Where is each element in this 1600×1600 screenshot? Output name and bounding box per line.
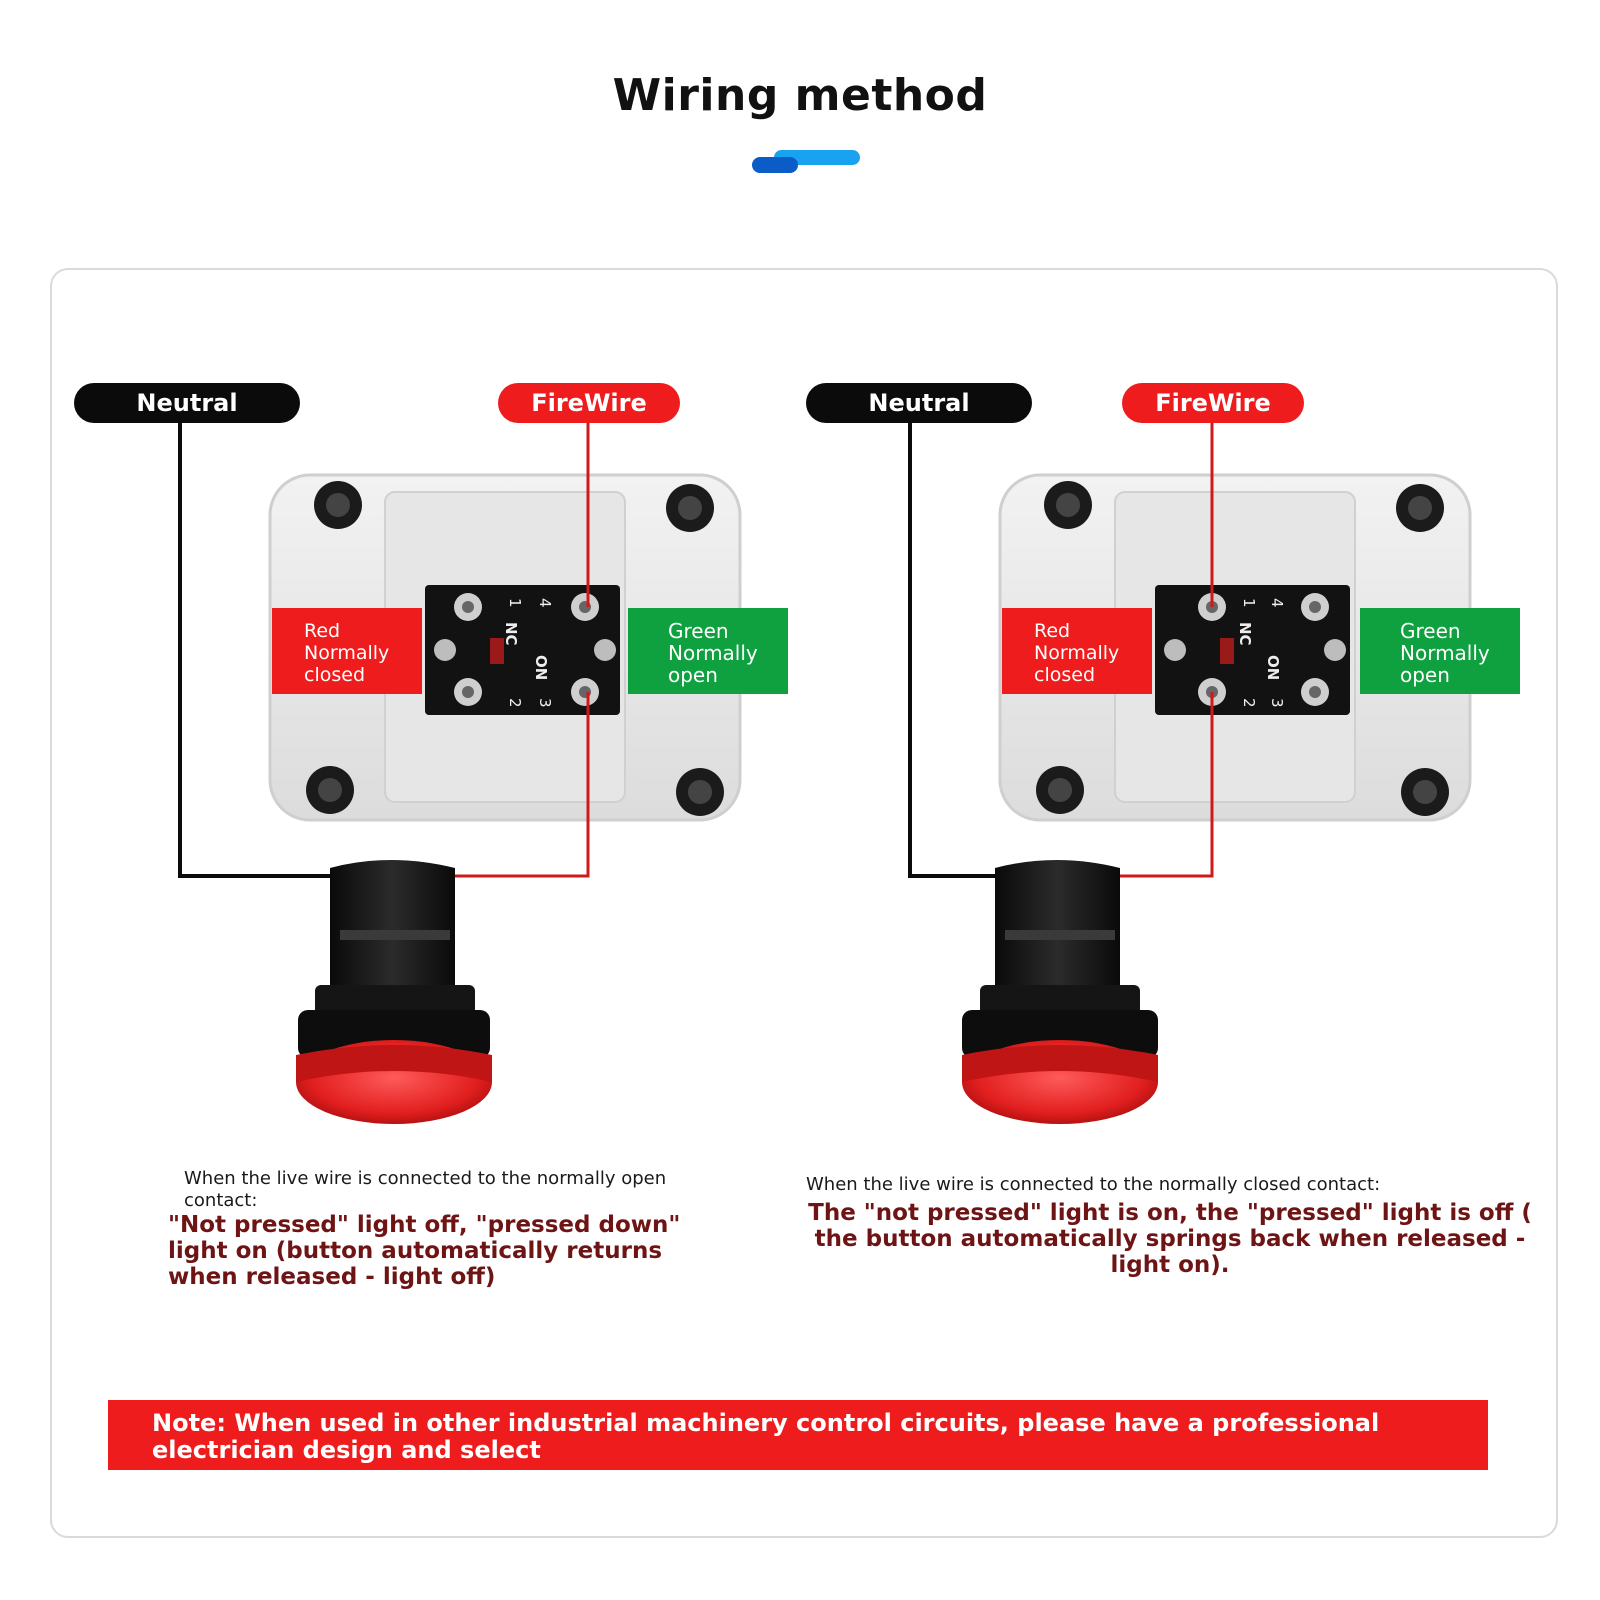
firewire-label-right: FireWire: [1122, 383, 1304, 423]
fire-wire-left-bottom: [455, 692, 590, 878]
fire-wire-right-bottom: [1118, 692, 1214, 878]
tag-line: Green: [668, 619, 729, 643]
red-normally-closed-tag-right: Red Normally closed: [1002, 608, 1152, 694]
indicator-lamp-right: [962, 860, 1158, 1124]
contact-label-4: 4: [536, 598, 554, 608]
neutral-wire-left: [178, 412, 330, 878]
contact-label-on: ON: [1264, 655, 1282, 680]
tag-line: Red: [1034, 620, 1071, 642]
tag-line: Normally: [1400, 641, 1490, 665]
contact-label-on: ON: [532, 655, 550, 680]
switch-enclosure-left: 1 NC ON 2 4 3: [268, 473, 742, 822]
neutral-label-left: Neutral: [74, 383, 300, 423]
note-banner: Note: When used in other industrial mach…: [108, 1400, 1488, 1470]
contact-label-1: 1: [1240, 598, 1258, 608]
tag-line: open: [668, 663, 718, 687]
contact-label-2: 2: [506, 698, 524, 708]
contact-label-1: 1: [506, 598, 524, 608]
contact-label-2: 2: [1240, 698, 1258, 708]
tag-line: Red: [304, 620, 341, 642]
title-accent-bar: [752, 150, 860, 173]
caption-big-right: The "not pressed" light is on, the "pres…: [808, 1200, 1532, 1278]
contact-label-4: 4: [1268, 598, 1286, 608]
contact-label-3: 3: [1268, 698, 1286, 708]
right-panel-drawing: 1 NC ON 2 4 3: [908, 412, 1472, 1124]
tag-line: Normally: [304, 642, 390, 664]
tag-line: closed: [304, 664, 365, 686]
contact-label-nc: NC: [1236, 622, 1254, 646]
tag-line: Normally: [1034, 642, 1120, 664]
left-panel-drawing: 1 NC ON 2 4 3: [178, 412, 742, 1124]
switch-enclosure-right: 1 NC ON 2 4 3: [998, 473, 1472, 822]
neutral-label-right: Neutral: [806, 383, 1032, 423]
page-title: Wiring method: [612, 70, 988, 121]
tag-line: Green: [1400, 619, 1461, 643]
indicator-lamp-left: [296, 860, 492, 1124]
caption-small-right: When the live wire is connected to the n…: [806, 1174, 1381, 1195]
green-normally-open-tag-left: Green Normally open: [628, 608, 788, 694]
contact-label-3: 3: [536, 698, 554, 708]
caption-small-left: When the live wire is connected to the n…: [184, 1168, 667, 1211]
tag-line: closed: [1034, 664, 1095, 686]
tag-line: Normally: [668, 641, 758, 665]
caption-big-left: "Not pressed" light off, "pressed down" …: [168, 1212, 681, 1290]
red-normally-closed-tag-left: Red Normally closed: [272, 608, 422, 694]
contact-label-nc: NC: [502, 622, 520, 646]
firewire-label-left: FireWire: [498, 383, 680, 423]
tag-line: open: [1400, 663, 1450, 687]
accent-dark-segment: [752, 157, 798, 173]
neutral-wire-right: [908, 412, 1000, 878]
green-normally-open-tag-right: Green Normally open: [1360, 608, 1520, 694]
